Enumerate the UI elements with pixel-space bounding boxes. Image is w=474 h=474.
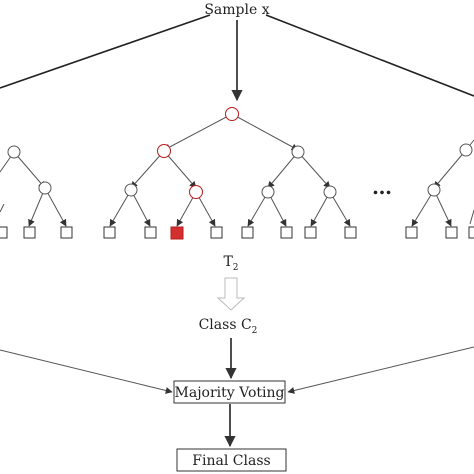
hollow-down-arrow-icon (216, 277, 246, 311)
tree-n-node (459, 143, 473, 157)
tree-2-node (124, 183, 138, 197)
class-label: Class C2 (199, 317, 258, 336)
tree-2-node (291, 145, 305, 159)
sample-to-trees-connectors (0, 14, 474, 102)
final-class-box (176, 448, 287, 472)
voting-connectors (0, 338, 474, 394)
majority-voting-label: Majority Voting (175, 385, 285, 401)
tree-2-leaf (304, 226, 317, 239)
majority-voting-box (173, 380, 286, 404)
tree-1-node (7, 145, 21, 159)
tree-n-leaf (405, 226, 418, 239)
tree-1 (0, 145, 73, 239)
tree-1-node (38, 181, 52, 195)
tree-2-path-node (189, 185, 203, 199)
tree-n-leaf (468, 226, 474, 239)
tree-n (405, 139, 474, 239)
tree-2-root-node (225, 107, 239, 121)
tree-2-node (261, 185, 275, 199)
tree-label: T2 (223, 254, 238, 273)
tree-2-right-subtree (241, 145, 357, 239)
tree-1-leaf (60, 226, 73, 239)
tree-2-leaf (144, 226, 157, 239)
tree-2-selected-leaf (170, 226, 184, 240)
tree-2-leaf (210, 226, 223, 239)
tree-1-leaf (23, 226, 36, 239)
tree-2-node (323, 185, 337, 199)
tree-2 (103, 107, 299, 240)
tree-n-node (427, 183, 441, 197)
tree-2-path-node (157, 144, 171, 158)
final-class-label: Final Class (192, 453, 270, 469)
tree-n-leaf (445, 226, 458, 239)
tree-2-leaf (241, 226, 254, 239)
tree-2-leaf (344, 226, 357, 239)
tree-1-leaf (0, 226, 8, 239)
tree-2-leaf (280, 226, 293, 239)
ellipsis: … (372, 175, 392, 199)
tree-2-leaf (103, 226, 116, 239)
sample-input-label: Sample x (204, 2, 269, 18)
